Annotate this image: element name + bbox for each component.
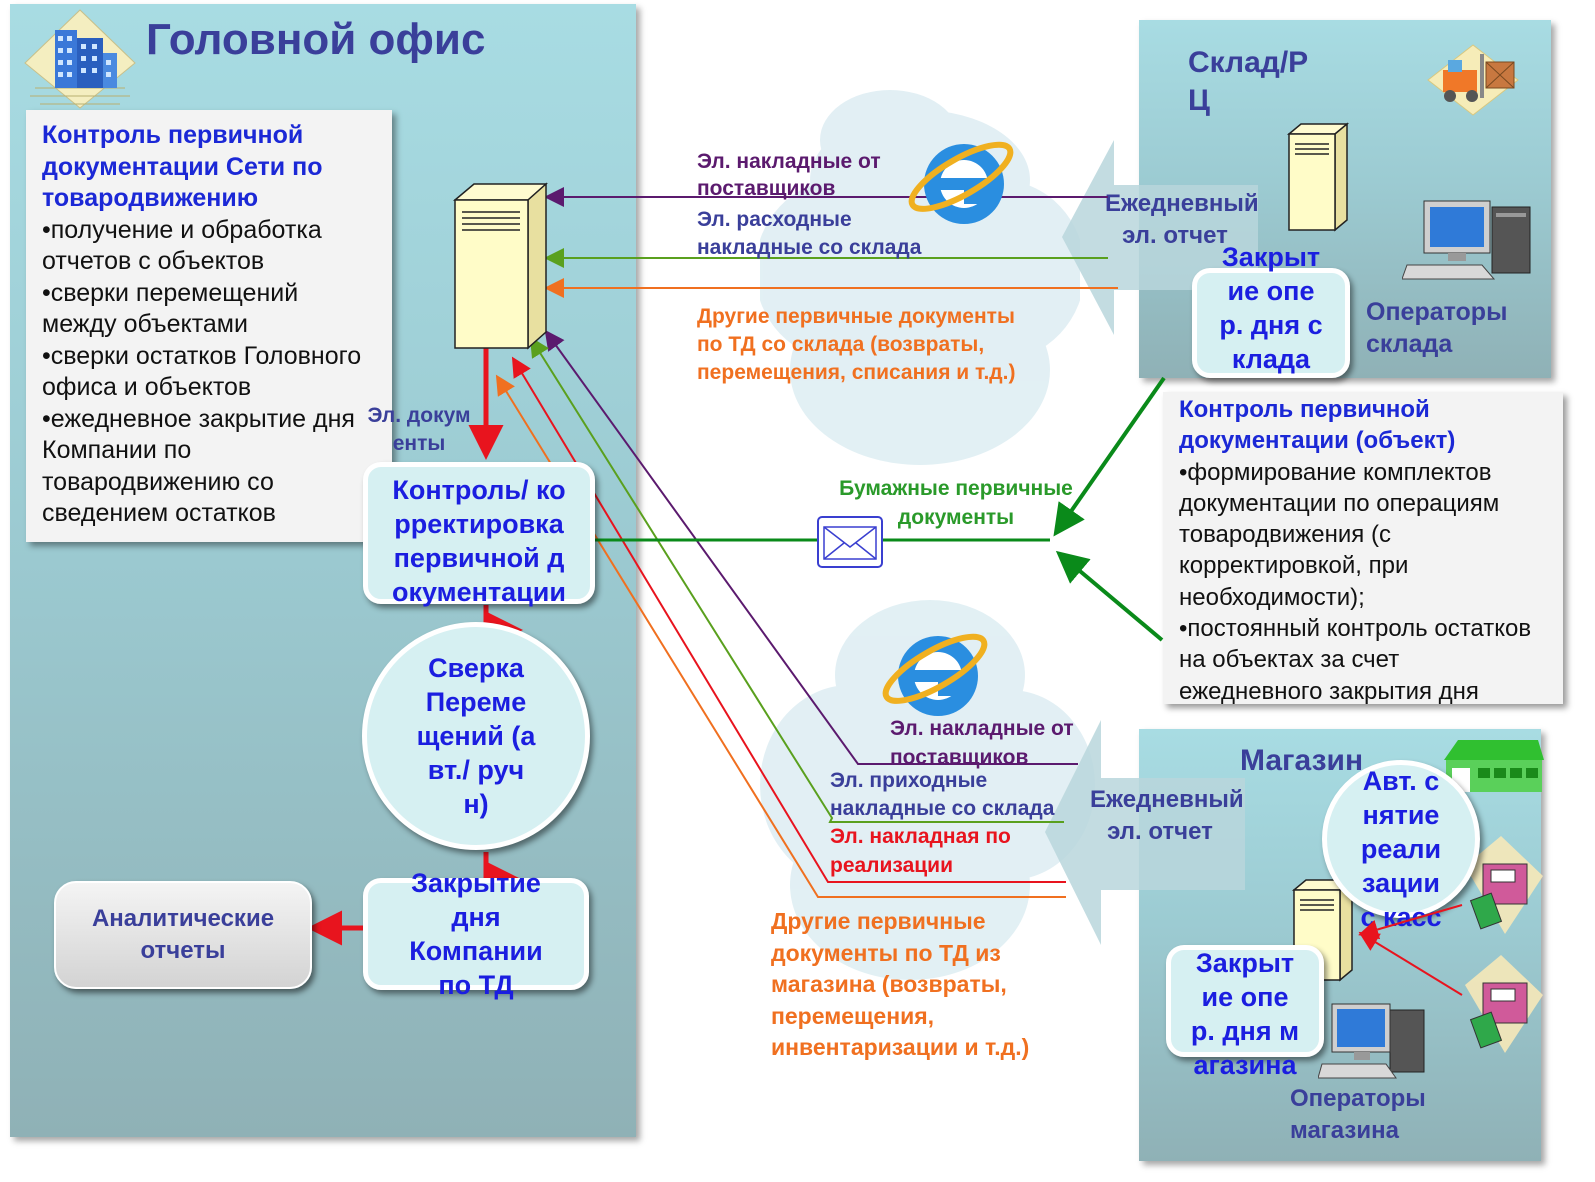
list-item: •постоянный контроль остатков на объекта… (1179, 615, 1532, 705)
st-other-label: Другие первичные документы по ТД из мага… (771, 908, 1030, 1060)
store-close-day-label: Закрытие опер. дня магазина (1190, 948, 1300, 1080)
warehouse-close-day-label: Закрытие опер. дня склада (1219, 242, 1323, 374)
office-building-icon (24, 9, 136, 109)
head-office-control-header: Контроль первичной документации Сети по … (42, 121, 323, 212)
st-sales-label: Эл. накладная по реализации (830, 825, 1011, 877)
st-supplier-invoices-label: Эл. накладные от поставщиков (890, 717, 1074, 769)
cash-register-icon (1465, 836, 1543, 934)
paper-docs-label: Бумажные первичные документы (839, 477, 1073, 529)
analytics-reports-label: Аналитические отчеты (91, 905, 275, 964)
list-item: •сверки остатков Головного офиса и объек… (42, 341, 362, 402)
close-company-day-node: Закрытие дня Компании по ТД (363, 868, 589, 1000)
store-daily-report-label: Ежедневный эл. отчет (1090, 786, 1244, 845)
analytics-reports-node: Аналитические отчеты (54, 881, 312, 989)
warehouse-close-day-node: Закрытие опер. дня склада (1192, 242, 1350, 378)
envelope-icon (817, 516, 883, 568)
list-item: •ежедневное закрытие дня Компании по тов… (42, 404, 355, 528)
warehouse-daily-report-label: Ежедневный эл. отчет (1105, 190, 1259, 249)
warehouse-title: Склад/РЦ (1188, 46, 1309, 117)
store-close-day-node: Закрытие опер. дня магазина (1166, 945, 1324, 1080)
warehouse-control-box: Контроль первичной документации (объект)… (1163, 392, 1563, 705)
store-auto-sales-node: Авт. снятие реализации с касс (1322, 760, 1480, 932)
internet-explorer-icon (908, 141, 1014, 224)
warehouse-computer-icon (1402, 200, 1531, 280)
wh-supplier-invoices-label: Эл. накладные от поставщиков (697, 150, 881, 200)
wh-outgoing-label: Эл. расходные накладные со склада (697, 208, 922, 259)
store-computer-icon (1318, 1003, 1425, 1079)
warehouse-operators-label: Операторы склада (1366, 298, 1508, 358)
head-office-control-box: Контроль первичной документации Сети по … (26, 110, 392, 542)
store-building-icon (1444, 740, 1544, 792)
warehouse-server-icon (1286, 122, 1350, 232)
close-company-day-label: Закрытие дня Компании по ТД (409, 868, 543, 1000)
internet-explorer-icon (882, 633, 988, 716)
list-item: •получение и обработка отчетов с объекто… (42, 215, 322, 276)
cash-register-icon (1465, 955, 1543, 1053)
reconcile-transfers-node: Сверка Перемещений (авт./ ручн) (362, 622, 590, 850)
forklift-icon (1427, 44, 1519, 116)
store-title: Магазин (1240, 744, 1364, 777)
store-operators-label: Операторы магазина (1290, 1085, 1426, 1144)
list-item: •формирование комплектов документации по… (1179, 458, 1500, 611)
st-incoming-label: Эл. приходные накладные со склада (830, 769, 1055, 820)
store-daily-arrow (1045, 720, 1245, 945)
head-office-server-icon (452, 182, 548, 350)
wh-other-label: Другие первичные документы по ТД со скла… (697, 305, 1016, 384)
reconcile-transfers-label: Сверка Перемещений (авт./ ручн) (416, 653, 536, 819)
warehouse-control-header: Контроль первичной документации (объект) (1179, 396, 1456, 455)
el-docs-label: Эл. документы (367, 404, 471, 455)
control-correction-node: Контроль/ корректировка первичной докуме… (363, 462, 595, 607)
control-correction-label: Контроль/ корректировка первичной докуме… (392, 475, 566, 607)
head-office-title: Головной офис (146, 15, 486, 64)
store-auto-sales-label: Авт. снятие реализации с касс (1360, 766, 1442, 932)
list-item: •сверки перемещений между объектами (42, 278, 299, 339)
